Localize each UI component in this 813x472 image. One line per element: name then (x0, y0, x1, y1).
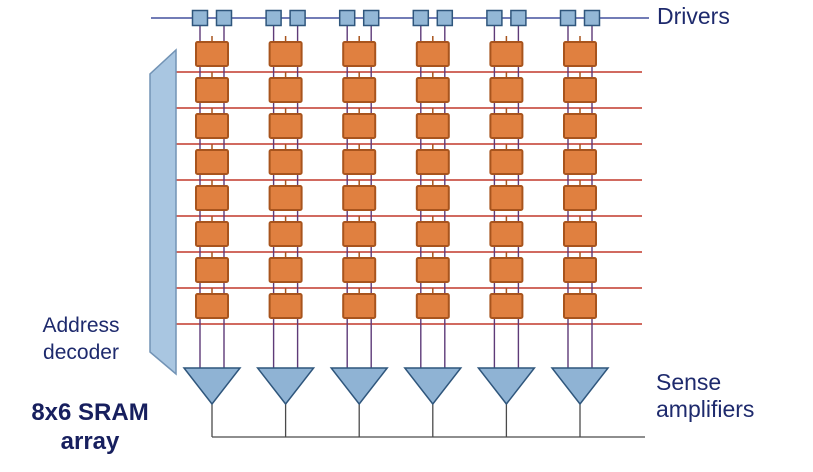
sense-amplifiers-label: Sense amplifiers (656, 369, 755, 422)
sram-cell (563, 257, 597, 283)
sram-cell (342, 41, 377, 67)
sram-cell (195, 113, 229, 139)
sram-cell (342, 77, 377, 103)
sram-cell (342, 221, 377, 247)
sram-cell (489, 257, 524, 283)
sram-cell (195, 293, 229, 319)
sense-amplifier (329, 367, 389, 406)
driver-square (215, 9, 233, 27)
sram-cell (342, 149, 377, 175)
sram-cell (342, 185, 377, 211)
sram-cell (195, 221, 229, 247)
sram-cell (415, 257, 450, 283)
sram-cell (415, 221, 450, 247)
sram-cell (489, 221, 524, 247)
drivers-label: Drivers (657, 3, 730, 29)
sram-cell (342, 257, 377, 283)
sense-amplifier (256, 367, 316, 406)
sram-cell (342, 113, 377, 139)
sram-cell (268, 41, 303, 67)
sram-cell (268, 221, 303, 247)
sram-cell (415, 293, 450, 319)
sram-cell (489, 185, 524, 211)
sense-amplifier (403, 367, 463, 406)
sram-cell (195, 41, 229, 67)
sense-amplifier (182, 367, 242, 406)
sram-cell (268, 293, 303, 319)
driver-square (191, 9, 209, 27)
sram-cell (415, 41, 450, 67)
sram-cell (195, 185, 229, 211)
sram-cell (415, 149, 450, 175)
sram-cell (489, 149, 524, 175)
sram-cell (342, 293, 377, 319)
sram-cell (563, 221, 597, 247)
sram-cell (268, 149, 303, 175)
address-decoder-label: Address decoder (42, 314, 120, 364)
sram-cell (563, 77, 597, 103)
driver-square (265, 9, 282, 27)
driver-square (289, 9, 306, 27)
sram-cell (268, 185, 303, 211)
sense-amplifier (550, 367, 610, 406)
sram-cell (268, 257, 303, 283)
sram-cell (489, 41, 524, 67)
driver-square (338, 9, 356, 27)
sram-cell (563, 185, 597, 211)
sram-cell (195, 149, 229, 175)
sram-cell (563, 293, 597, 319)
sram-cell (489, 113, 524, 139)
sram-cell (415, 77, 450, 103)
sram-cell (563, 149, 597, 175)
driver-square (436, 9, 454, 27)
sram-cell (268, 113, 303, 139)
driver-square (559, 9, 577, 27)
sense-amplifier (476, 367, 536, 406)
driver-square (583, 9, 601, 27)
driver-square (510, 9, 527, 27)
driver-square (486, 9, 503, 27)
driver-square (412, 9, 430, 27)
sram-cell (415, 113, 450, 139)
sram-cell (563, 41, 597, 67)
sram-cell (489, 77, 524, 103)
sram-cell (195, 257, 229, 283)
sram-cell (195, 77, 229, 103)
address-decoder-shape (149, 48, 177, 376)
sram-array-title: 8x6 SRAM array (31, 399, 149, 455)
sram-cell (415, 185, 450, 211)
driver-square (362, 9, 380, 27)
sram-cell (268, 77, 303, 103)
sram-cell (489, 293, 524, 319)
sram-cell (563, 113, 597, 139)
